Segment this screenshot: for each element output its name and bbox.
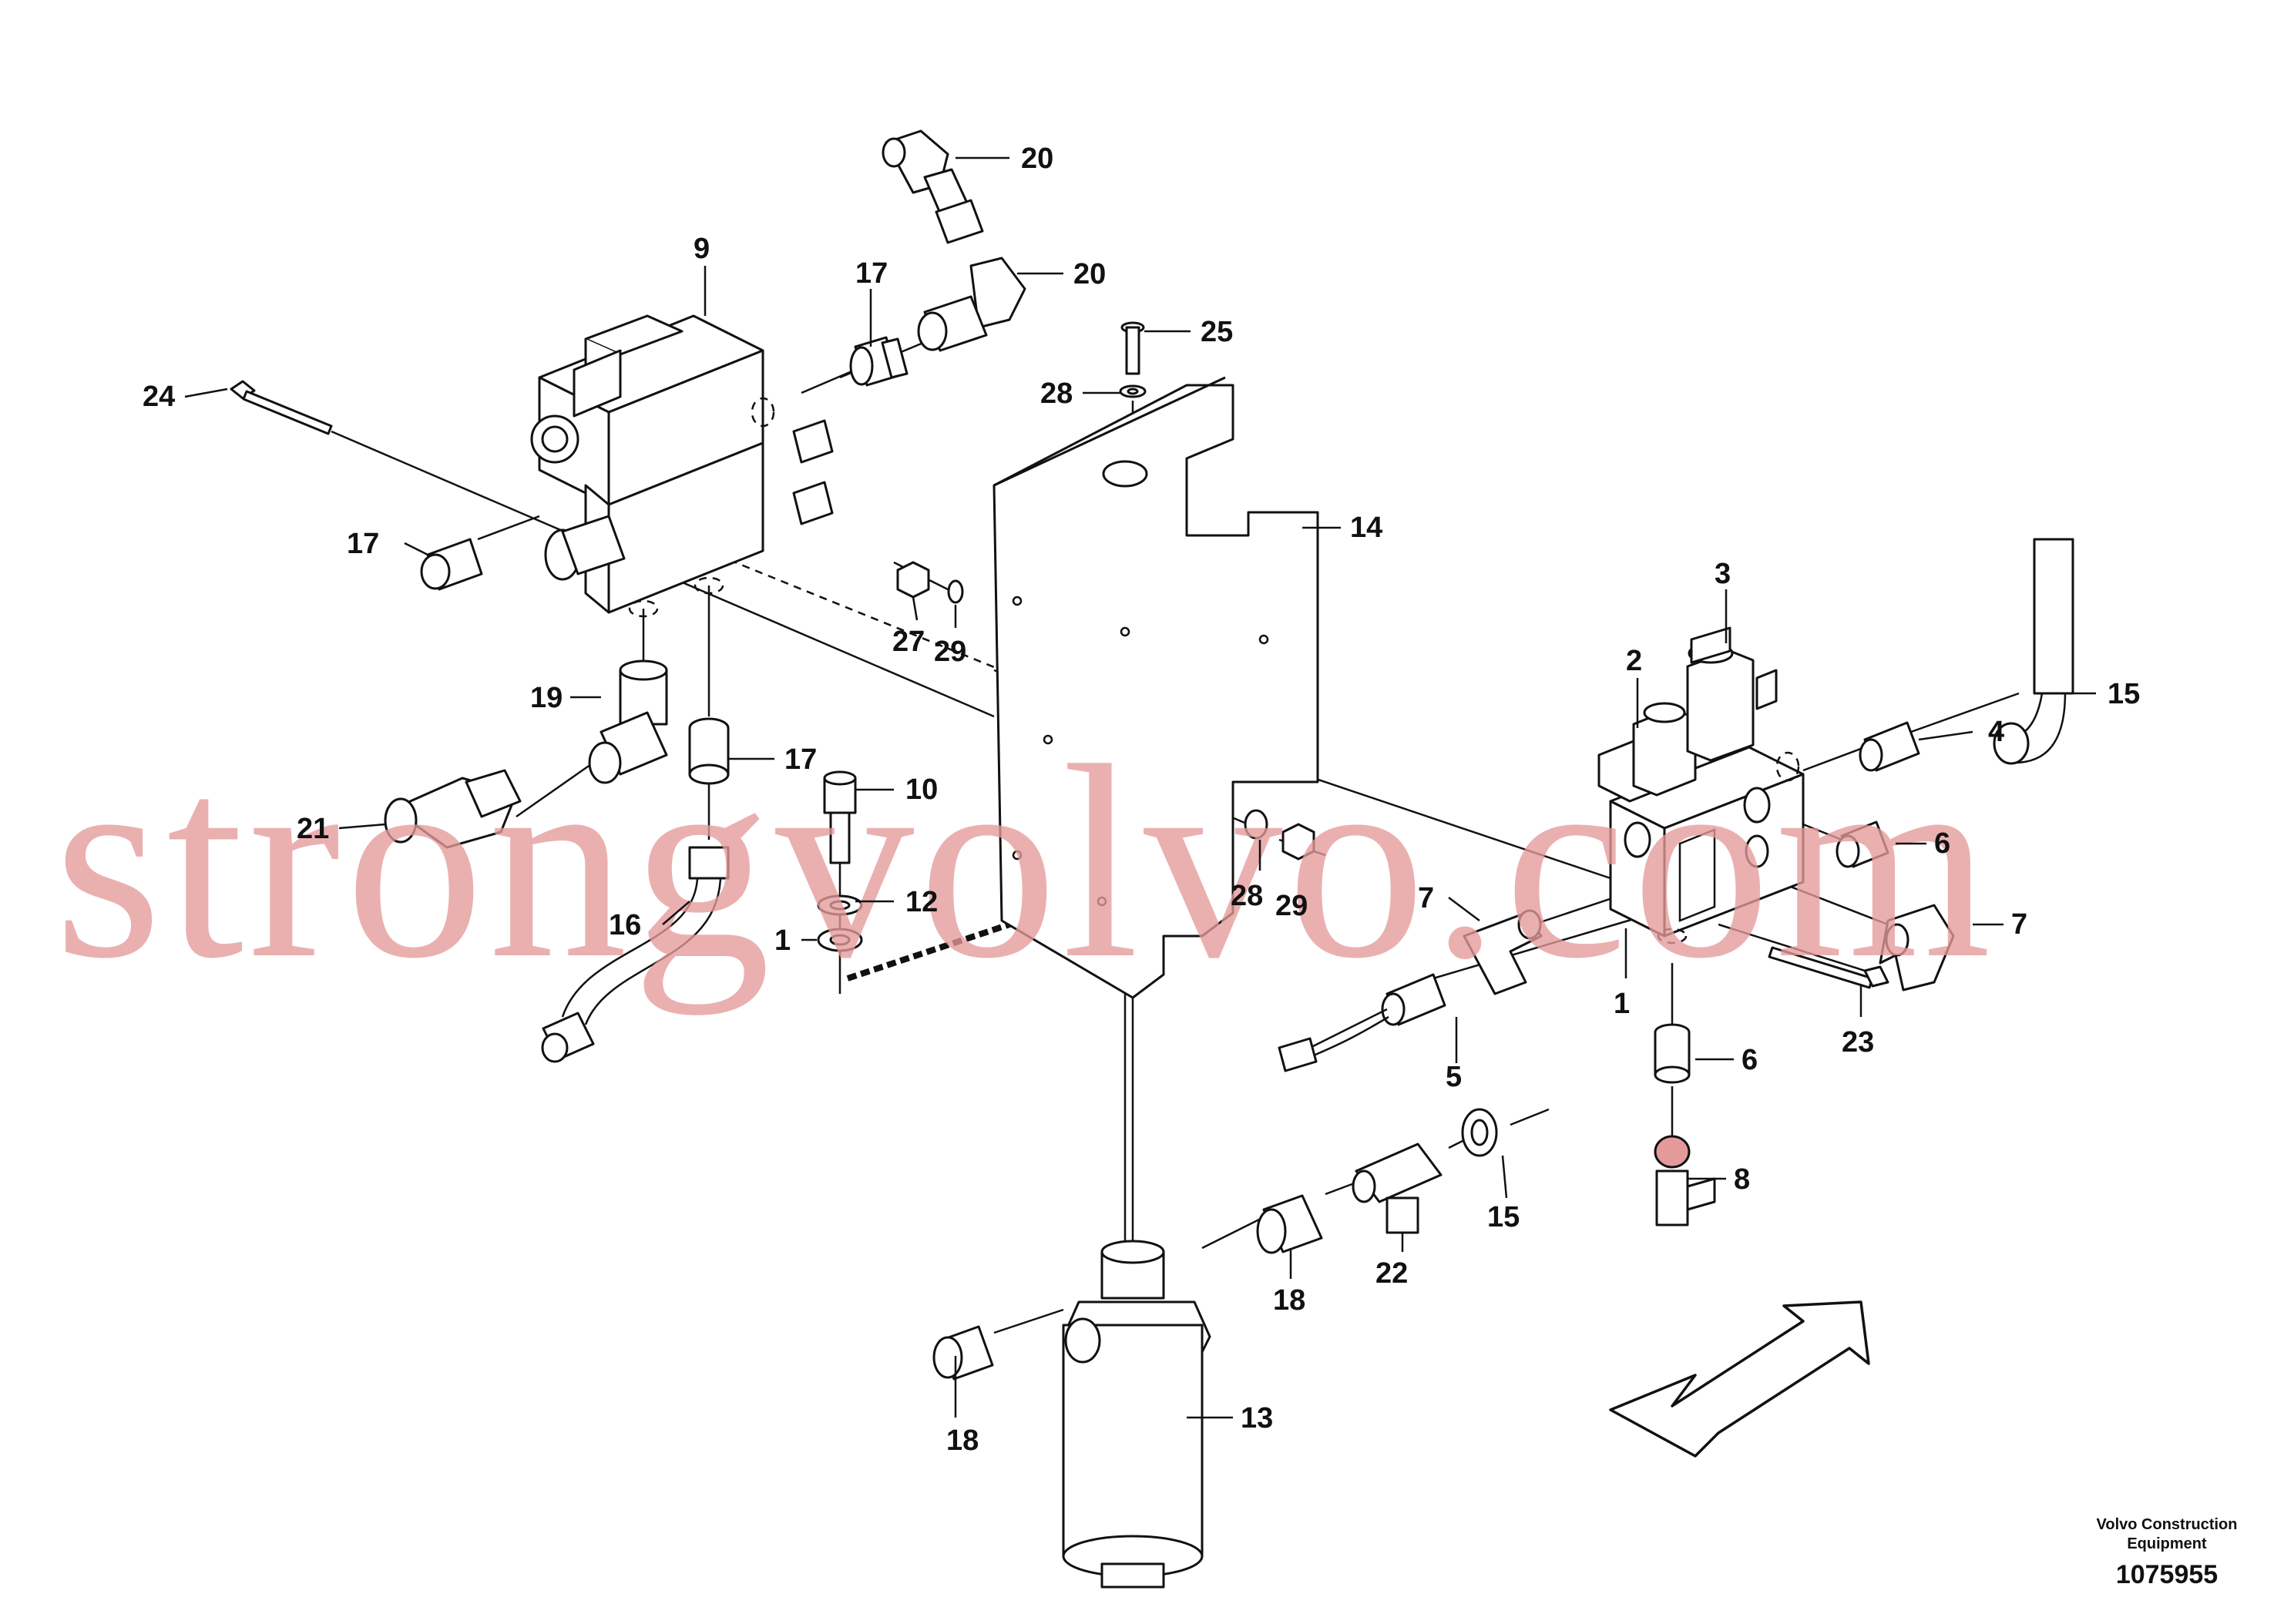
part-7-elbow-right [1879, 904, 1955, 992]
part-25-bolt [1120, 321, 1145, 375]
callout-17-mid: 17 [784, 743, 817, 776]
callout-7-left: 7 [1418, 882, 1434, 914]
part-17-fitting-left [420, 538, 483, 591]
callout-8: 8 [1734, 1163, 1750, 1196]
part-15-nut [1461, 1108, 1498, 1157]
callout-22: 22 [1375, 1257, 1408, 1290]
callout-1-washer: 1 [774, 924, 791, 957]
callout-18-bottom: 18 [946, 1424, 979, 1457]
callout-1-valve: 1 [1614, 988, 1630, 1020]
part-27-nut [896, 561, 930, 599]
callout-24: 24 [143, 381, 175, 413]
callout-14: 14 [1350, 512, 1382, 544]
part-4-fitting [1859, 721, 1920, 772]
callout-12: 12 [905, 886, 938, 918]
part-1-valve-block [1609, 746, 1805, 945]
part-20-elbow-top [882, 129, 984, 244]
part-18-fitting-bottom [932, 1325, 994, 1381]
callout-3: 3 [1715, 558, 1731, 590]
part-28-washer-right [1244, 809, 1268, 840]
callout-28-top: 28 [1040, 377, 1073, 410]
drawing-number: 1075955 [2116, 1560, 2218, 1589]
part-2-solenoid [1597, 702, 1697, 803]
callout-29-right: 29 [1275, 890, 1308, 922]
callout-4: 4 [1988, 716, 2004, 748]
part-28-washer-top [1119, 384, 1147, 398]
part-13-filter [1062, 1240, 1211, 1589]
callout-28-right: 28 [1231, 880, 1263, 912]
direction-arrow-icon [1609, 1300, 1870, 1458]
callout-17-top: 17 [855, 257, 888, 290]
part-19-elbow [588, 659, 668, 784]
part-12-washer [817, 894, 863, 916]
callout-21: 21 [297, 813, 329, 845]
part-17-fitting-top [849, 336, 909, 387]
part-10-bolt [823, 770, 857, 864]
callout-15-nut: 15 [1487, 1201, 1520, 1233]
callout-7-right: 7 [2011, 908, 2027, 941]
callout-29-left: 29 [934, 636, 966, 668]
callout-23: 23 [1842, 1026, 1874, 1059]
part-17-fitting-mid [688, 717, 730, 785]
part-14-bracket [992, 376, 1319, 999]
part-24-bolt [230, 380, 333, 435]
callout-labels: 1 1 2 3 4 5 6 6 7 7 8 9 10 12 13 14 15 1… [143, 143, 2140, 1457]
part-3-solenoid [1686, 626, 1778, 762]
credit-block: Volvo Construction Equipment 1075955 [2097, 1516, 2238, 1589]
credit-company-line2: Equipment [2127, 1535, 2207, 1552]
callout-27: 27 [892, 626, 925, 658]
part-8-cap [1654, 1135, 1716, 1226]
part-20-elbow-mid [917, 257, 1026, 352]
callout-5: 5 [1446, 1061, 1462, 1093]
callout-16: 16 [609, 909, 641, 941]
callout-6-right: 6 [1934, 827, 1950, 860]
callout-2: 2 [1626, 645, 1642, 677]
callout-20-mid: 20 [1073, 258, 1106, 290]
part-29-washer [947, 579, 964, 604]
part-5-sensor [1278, 973, 1446, 1072]
callout-15-hose: 15 [2108, 678, 2140, 710]
callout-10: 10 [905, 773, 938, 806]
callout-9: 9 [694, 233, 710, 265]
callout-19: 19 [530, 682, 563, 714]
callout-17-left: 17 [347, 528, 379, 560]
part-29-nut-right [1281, 823, 1315, 861]
part-6-fitting-bottom [1654, 1023, 1691, 1084]
callout-18-mid: 18 [1273, 1284, 1305, 1317]
part-6-fitting-right [1836, 820, 1889, 868]
part-7-elbow-left [1463, 909, 1543, 995]
callout-13: 13 [1241, 1402, 1273, 1434]
credit-company: Volvo Construction [2097, 1516, 2238, 1533]
part-16-pipe [541, 846, 730, 1063]
part-15-hose [1993, 538, 2074, 765]
callout-25: 25 [1201, 316, 1233, 348]
part-9-solenoid-valve [530, 314, 834, 618]
watermark: strongvolvo.com [54, 708, 1996, 1016]
callout-6-bottom: 6 [1741, 1044, 1758, 1076]
part-23-bolt [1768, 946, 1889, 989]
part-18-fitting-mid [1256, 1194, 1323, 1254]
part-22-tee [1352, 1143, 1443, 1234]
callout-20-top: 20 [1021, 143, 1053, 175]
part-21-hose [384, 769, 522, 849]
callout-leaders [184, 156, 2096, 1419]
